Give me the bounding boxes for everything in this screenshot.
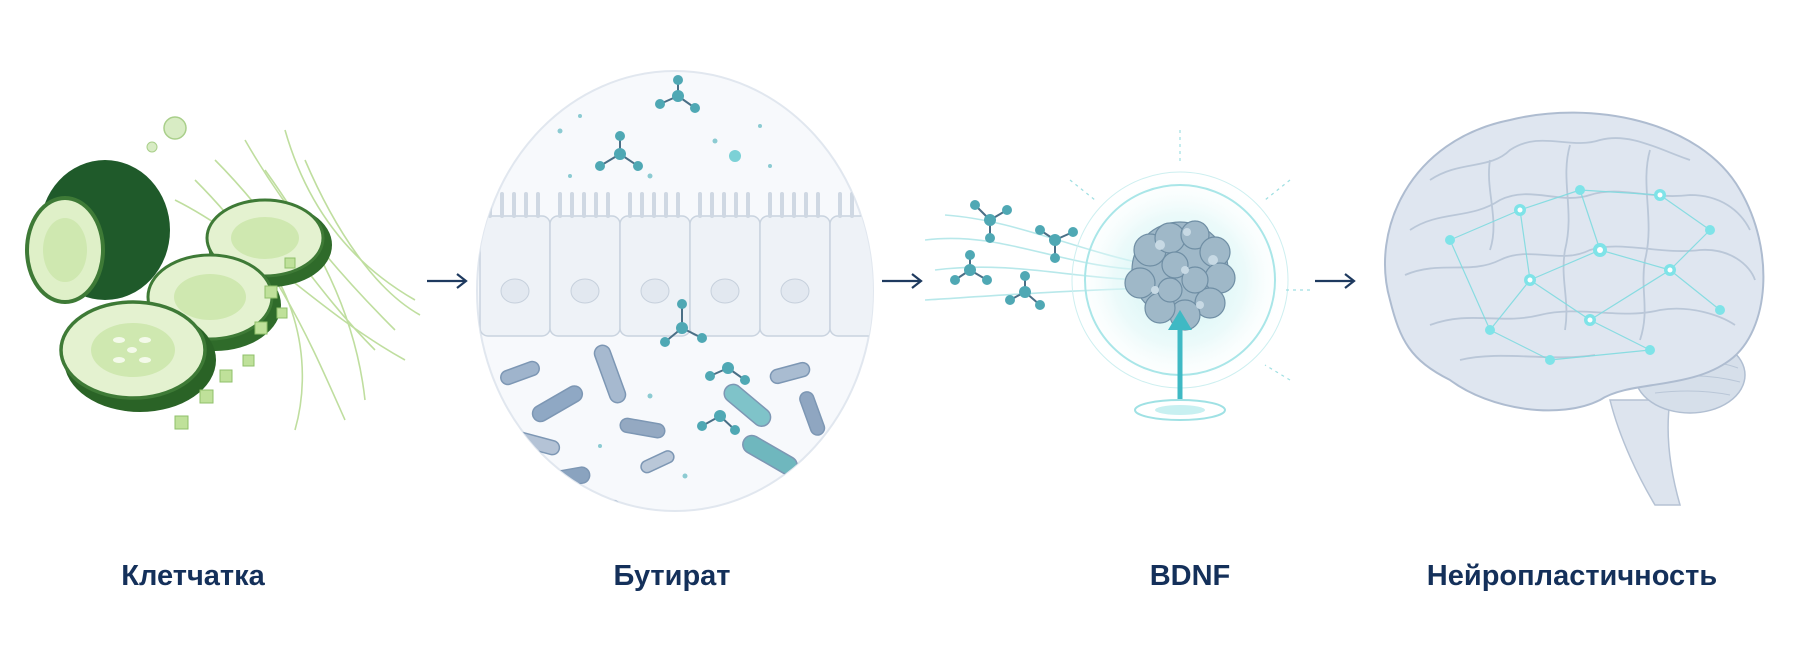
arrow-right-icon bbox=[880, 271, 925, 296]
step-label-fiber: Клетчатка bbox=[121, 560, 265, 592]
arrow-right-icon bbox=[1313, 271, 1358, 296]
step-label-butyrate: Бутират bbox=[613, 560, 731, 592]
arrow-right-icon bbox=[425, 271, 470, 296]
cucumber-fiber-icon bbox=[15, 100, 435, 480]
gut-microbiome-icon bbox=[470, 66, 880, 516]
step-label-bdnf: BDNF bbox=[1149, 560, 1231, 592]
step-label-neuroplasticity: Нейропластичность bbox=[1426, 560, 1718, 592]
brain-network-icon bbox=[1370, 100, 1780, 510]
bdnf-protein-icon bbox=[925, 120, 1325, 480]
